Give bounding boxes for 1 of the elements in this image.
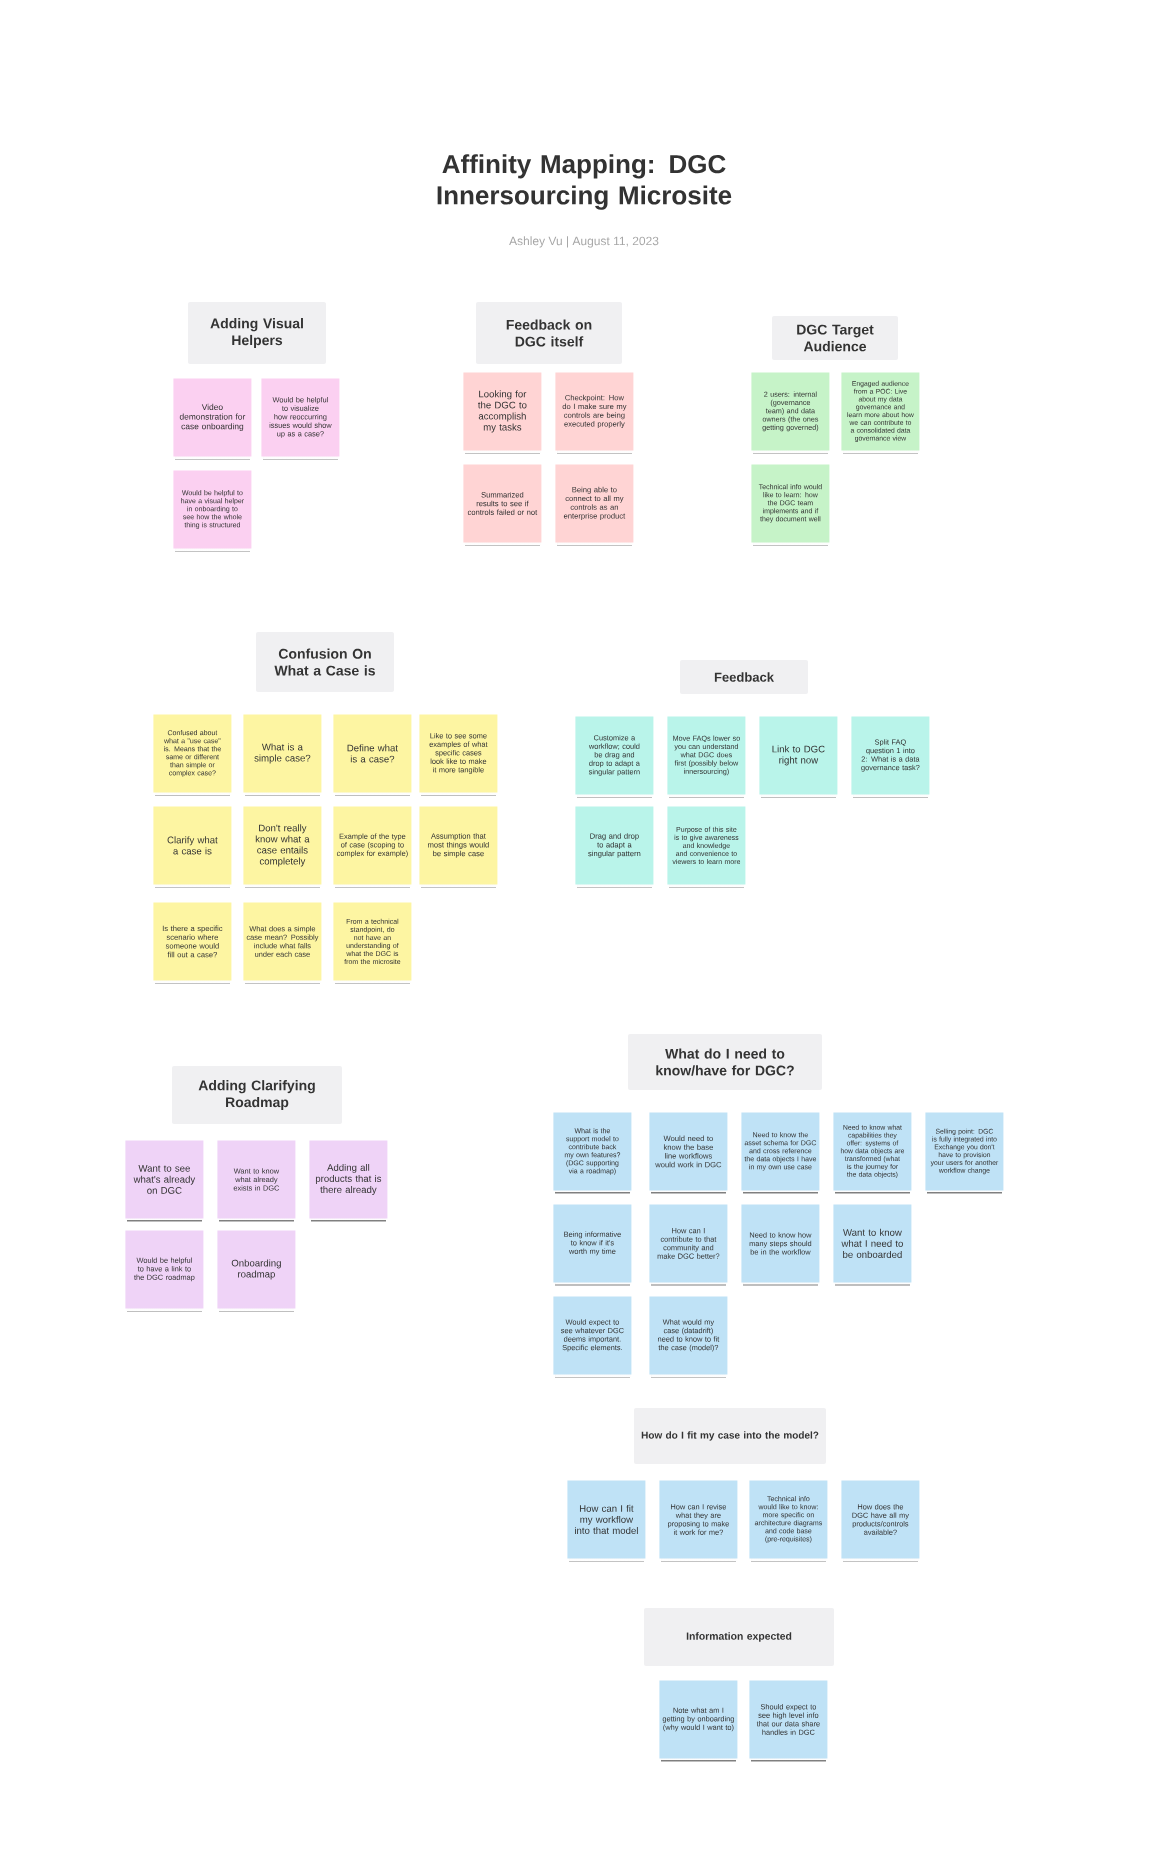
title: Affinity Mapping: DGC Innersourcing Microsite [437, 154, 732, 210]
